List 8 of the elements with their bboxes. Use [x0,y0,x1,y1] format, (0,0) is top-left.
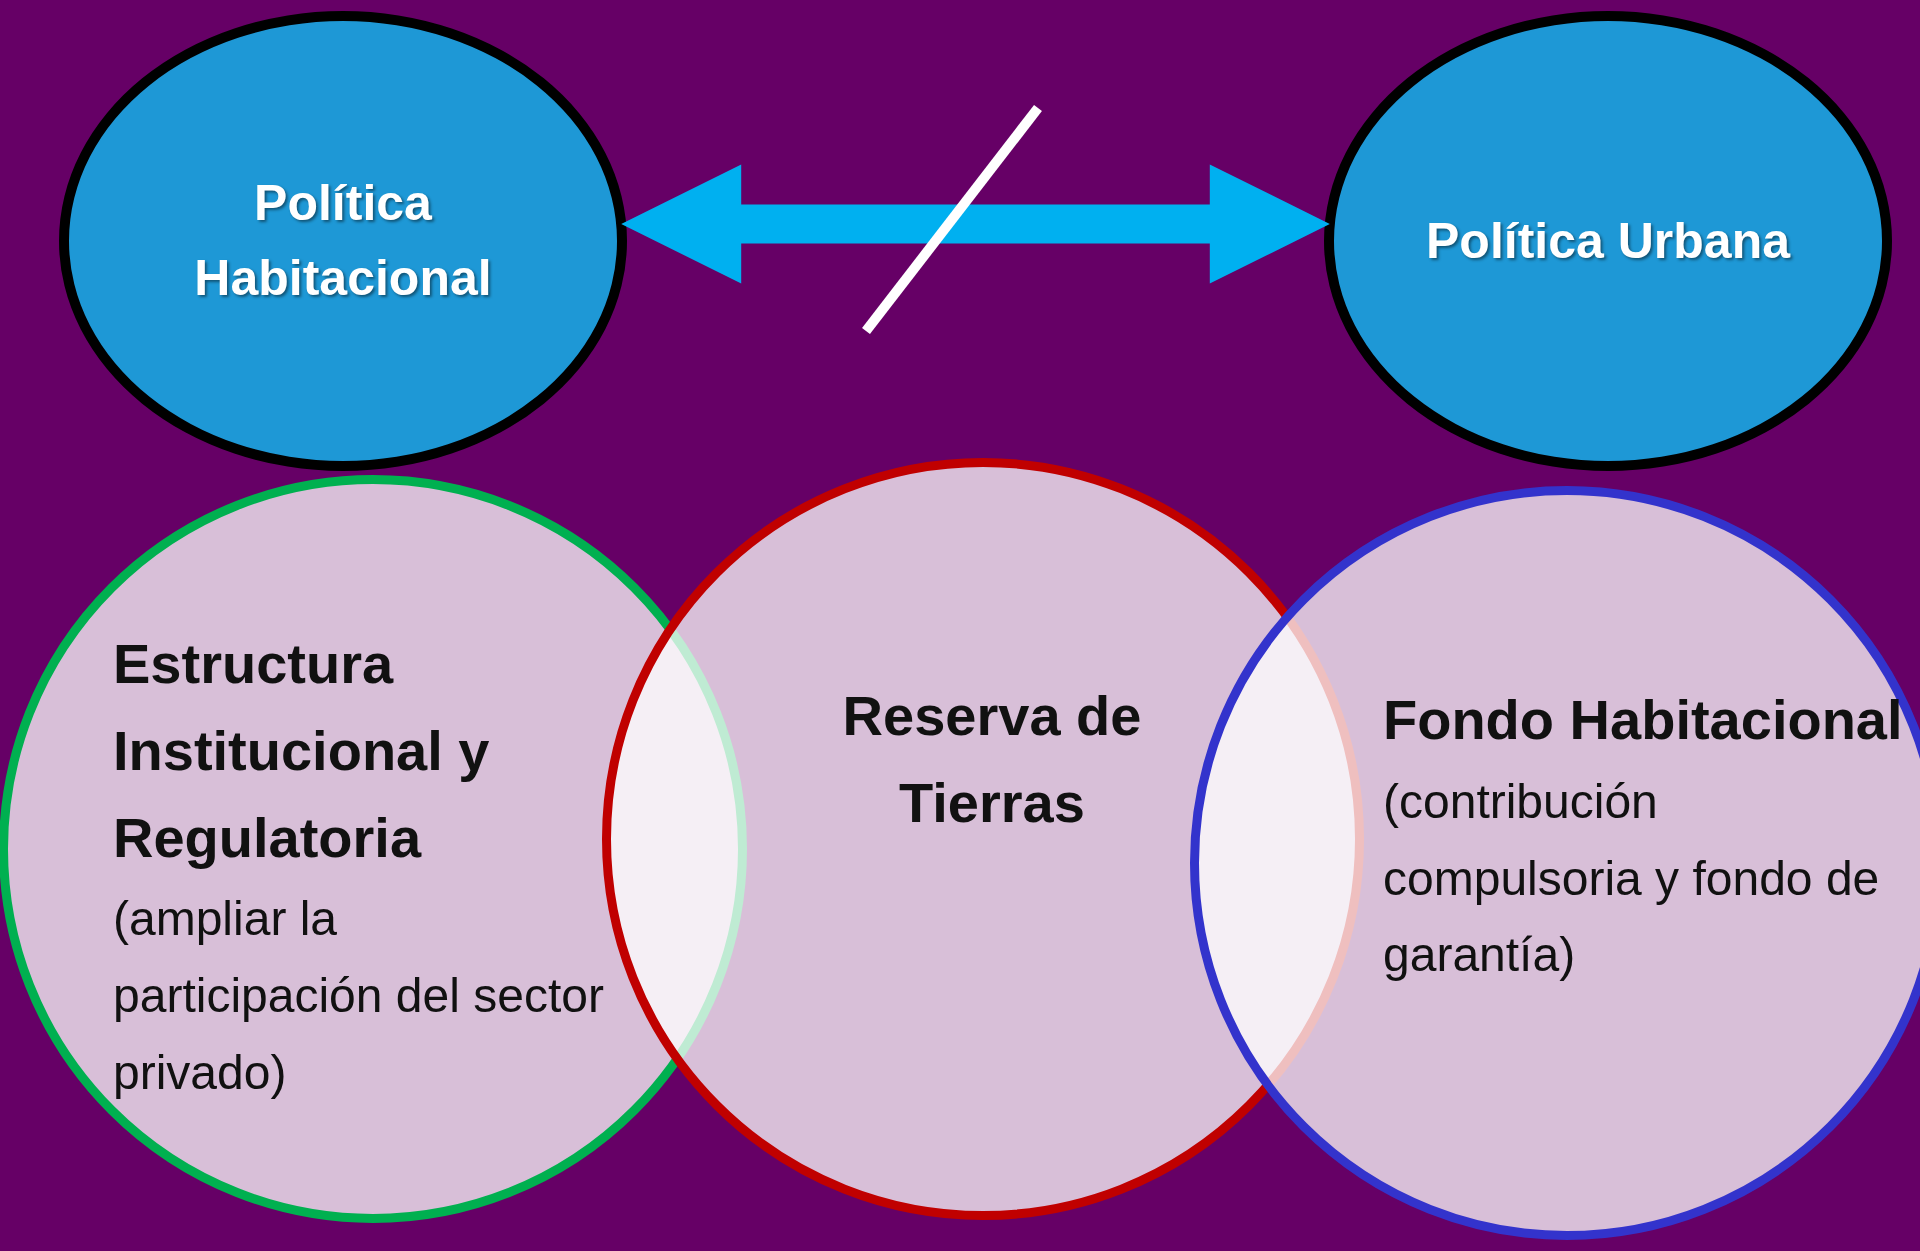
ellipse-label: Política Urbana [1425,211,1792,271]
circle-heading: Estructura Institucional y Regulatoria [113,631,491,871]
circle-heading: Reserva de Tierras [841,683,1143,836]
circle-text: (ampliar la participación del sector privado) [113,891,605,1101]
circle-text: (contribución compulsoria y fondo de garantía) [1383,773,1881,984]
circle-heading: Fondo Habitacional [1383,687,1903,753]
double-arrow [621,164,1330,284]
ellipse-label: Política Habitacional [193,174,493,308]
